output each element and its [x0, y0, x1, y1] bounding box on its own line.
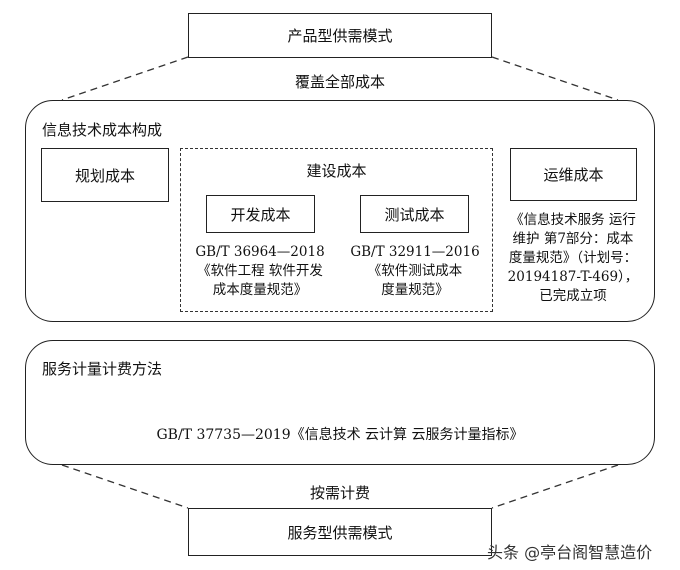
- test-cost-box: 测试成本: [360, 195, 469, 233]
- test-standard-line: 《软件测试成本: [367, 263, 463, 279]
- dev-standard-line: 成本度量规范》: [212, 282, 308, 298]
- test-cost-standard: GB/T 32911—2016 《软件测试成本 度量规范》: [336, 243, 494, 300]
- construction-cost-title: 建设成本: [306, 162, 367, 180]
- planning-cost-box: 规划成本: [41, 148, 169, 202]
- construction-cost-group: [180, 148, 493, 312]
- coverage-label: 覆盖全部成本: [294, 73, 385, 91]
- watermark-text: 头条 @亭台阁智慧造价: [487, 543, 653, 562]
- ops-cost-label: 运维成本: [543, 166, 604, 184]
- dev-cost-box: 开发成本: [206, 195, 315, 233]
- product-supply-mode-box: 产品型供需模式: [188, 13, 492, 58]
- ops-standard-line: 《信息技术服务 运行: [510, 212, 636, 228]
- dev-cost-standard: GB/T 36964—2018 《软件工程 软件开发 成本度量规范》: [180, 243, 340, 300]
- dev-cost-label: 开发成本: [230, 205, 291, 224]
- test-cost-label: 测试成本: [384, 205, 445, 224]
- ops-standard-line: 度量规范》（计划号：: [508, 250, 638, 266]
- ops-cost-box: 运维成本: [510, 148, 637, 201]
- service-metering-container: [25, 340, 655, 465]
- dev-standard-line: GB/T 36964—2018: [195, 244, 325, 260]
- service-metering-standard: GB/T 37735—2019《信息技术 云计算 云服务计量指标》: [156, 427, 524, 443]
- ops-standard-line: 20194187-T-469），: [507, 269, 639, 285]
- billing-label: 按需计费: [309, 484, 370, 502]
- ops-cost-standard: 《信息技术服务 运行 维护 第7部分：成本 度量规范》（计划号： 2019418…: [498, 211, 648, 306]
- product-supply-mode-label: 产品型供需模式: [287, 27, 393, 45]
- ops-standard-line: 维护 第7部分：成本: [512, 231, 634, 247]
- planning-cost-label: 规划成本: [74, 166, 135, 185]
- test-standard-line: 度量规范》: [381, 282, 449, 298]
- dev-standard-line: 《软件工程 软件开发: [197, 263, 323, 279]
- test-standard-line: GB/T 32911—2016: [350, 244, 480, 260]
- service-supply-mode-box: 服务型供需模式: [188, 508, 492, 556]
- service-metering-title: 服务计量计费方法: [42, 360, 163, 378]
- ops-standard-line: 已完成立项: [539, 288, 607, 304]
- service-supply-mode-label: 服务型供需模式: [287, 523, 393, 542]
- it-cost-container: [25, 100, 655, 322]
- it-cost-title: 信息技术成本构成: [42, 121, 163, 139]
